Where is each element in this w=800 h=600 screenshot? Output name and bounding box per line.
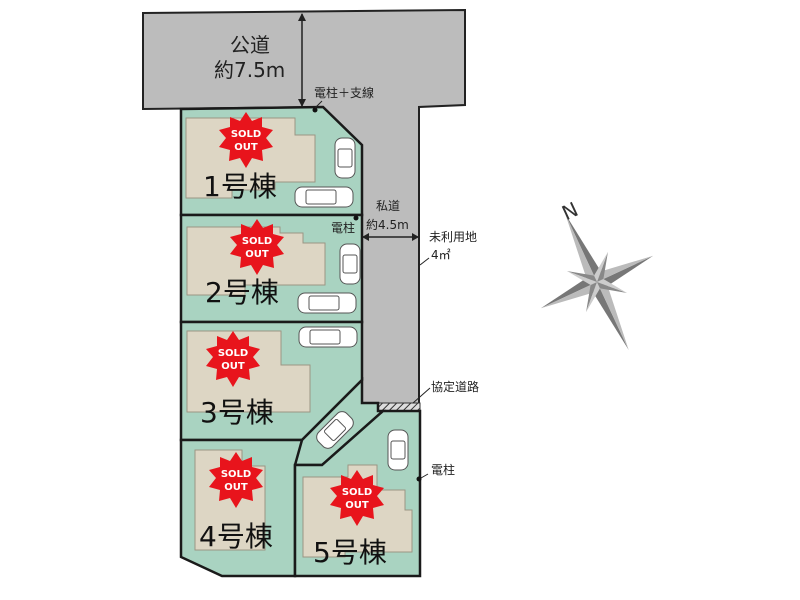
private-road-width: 約4.5m bbox=[366, 217, 409, 232]
svg-text:SOLD: SOLD bbox=[221, 469, 251, 480]
lot-3-label: 3号棟 bbox=[200, 396, 274, 429]
unused-land-label: 未利用地 bbox=[429, 230, 477, 244]
lot-1-label: 1号棟 bbox=[203, 170, 277, 203]
unused-land-area: 4㎡ bbox=[431, 248, 451, 262]
lot-5-label: 5号棟 bbox=[313, 536, 387, 569]
sold-out-badge: SOLD OUT bbox=[209, 452, 263, 508]
sold-out-badge: SOLD OUT bbox=[230, 219, 284, 275]
pole-guy-label: 電柱＋支線 bbox=[314, 85, 374, 100]
pole-label: 電柱 bbox=[331, 220, 355, 235]
compass-icon bbox=[540, 214, 654, 350]
car bbox=[298, 326, 358, 348]
utility-pole-icon bbox=[353, 215, 359, 221]
sold-out-badge: SOLD OUT bbox=[206, 331, 260, 387]
sold-out-badge: SOLD OUT bbox=[330, 470, 384, 526]
lot-2-label: 2号棟 bbox=[205, 276, 279, 309]
agreement-road-label: 協定道路 bbox=[431, 379, 479, 394]
svg-text:SOLD: SOLD bbox=[342, 487, 372, 498]
svg-text:SOLD: SOLD bbox=[218, 348, 248, 359]
public-road-name: 公道 bbox=[230, 33, 270, 57]
utility-pole-icon bbox=[416, 476, 422, 482]
car bbox=[334, 137, 356, 179]
svg-text:SOLD: SOLD bbox=[231, 129, 261, 140]
svg-text:OUT: OUT bbox=[345, 500, 369, 511]
public-road-width: 約7.5m bbox=[214, 58, 285, 82]
svg-text:SOLD: SOLD bbox=[242, 236, 272, 247]
svg-text:OUT: OUT bbox=[234, 142, 258, 153]
lot-4-label: 4号棟 bbox=[199, 520, 273, 553]
svg-text:OUT: OUT bbox=[245, 249, 269, 260]
car bbox=[387, 429, 409, 471]
pole-label: 電柱 bbox=[431, 462, 455, 477]
car bbox=[297, 292, 357, 314]
sold-out-badge: SOLD OUT bbox=[219, 112, 273, 168]
svg-text:OUT: OUT bbox=[221, 361, 245, 372]
north-label: N bbox=[558, 197, 582, 225]
private-road-name: 私道 bbox=[376, 199, 400, 213]
svg-text:OUT: OUT bbox=[224, 482, 248, 493]
utility-pole-icon bbox=[312, 107, 318, 113]
car bbox=[339, 243, 361, 285]
car bbox=[294, 186, 354, 208]
